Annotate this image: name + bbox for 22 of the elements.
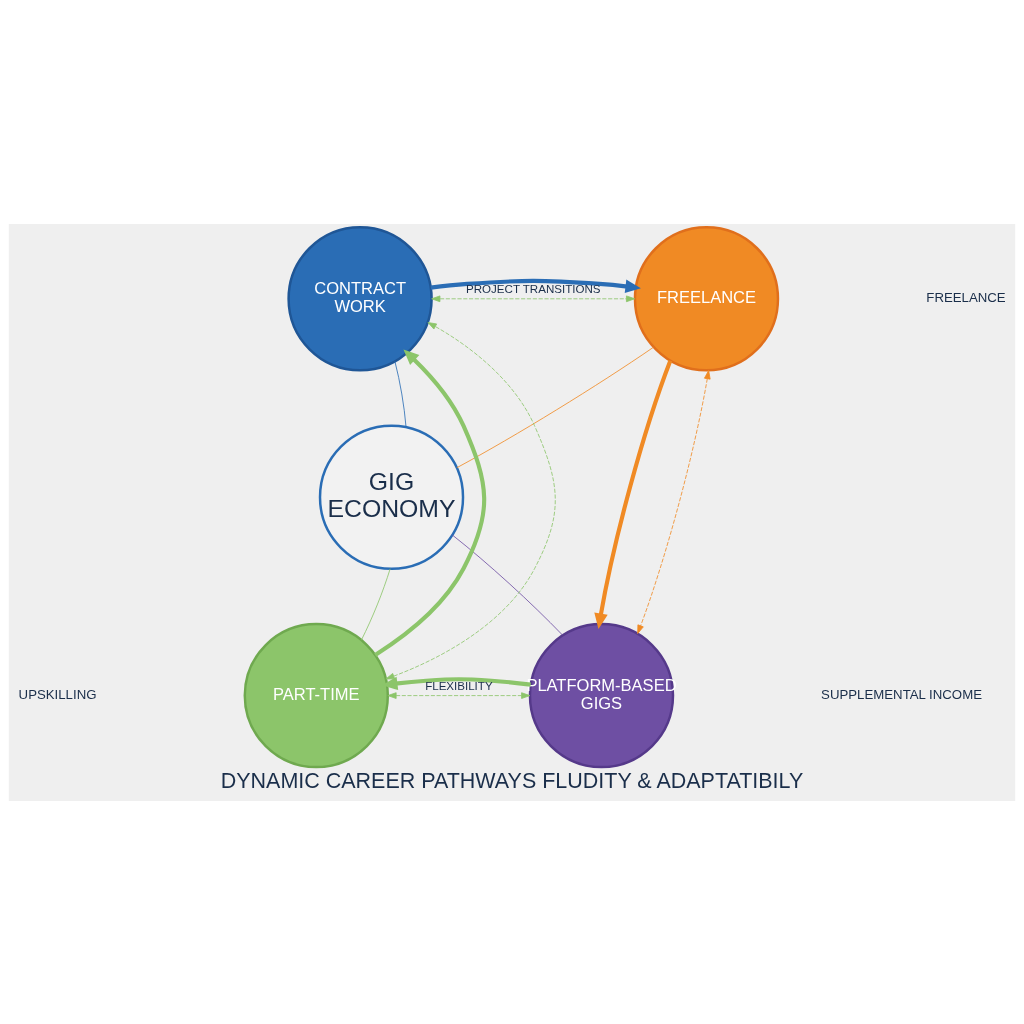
edge-label: PROJECT TRANSITIONS bbox=[466, 282, 601, 295]
arrow bbox=[374, 348, 487, 657]
arrow bbox=[385, 321, 556, 679]
arrow bbox=[431, 295, 636, 302]
arrow bbox=[387, 691, 531, 699]
edge-label: FLEXIBILITY bbox=[425, 679, 493, 692]
connector bbox=[456, 346, 654, 468]
arrow bbox=[430, 278, 641, 293]
node-circle: CONTRACT WORK bbox=[287, 225, 433, 372]
node-circle: PART-TIME bbox=[243, 622, 390, 768]
caption: DYNAMIC CAREER PATHWAYS FLUDITY & ADAPTATIBILY bbox=[220, 768, 804, 793]
connector bbox=[394, 360, 407, 427]
label: SUPPLEMENTAL INCOME bbox=[821, 686, 982, 702]
connector bbox=[451, 534, 563, 636]
node-circle: FREELANCE bbox=[633, 225, 780, 372]
arrow bbox=[382, 676, 531, 690]
label: UPSKILLING bbox=[18, 686, 97, 702]
node-circle: GIG ECONOMY bbox=[318, 423, 465, 570]
connector bbox=[360, 567, 391, 640]
label: FREELANCE bbox=[926, 289, 1006, 305]
arrow bbox=[637, 369, 711, 634]
arrow bbox=[594, 359, 673, 629]
